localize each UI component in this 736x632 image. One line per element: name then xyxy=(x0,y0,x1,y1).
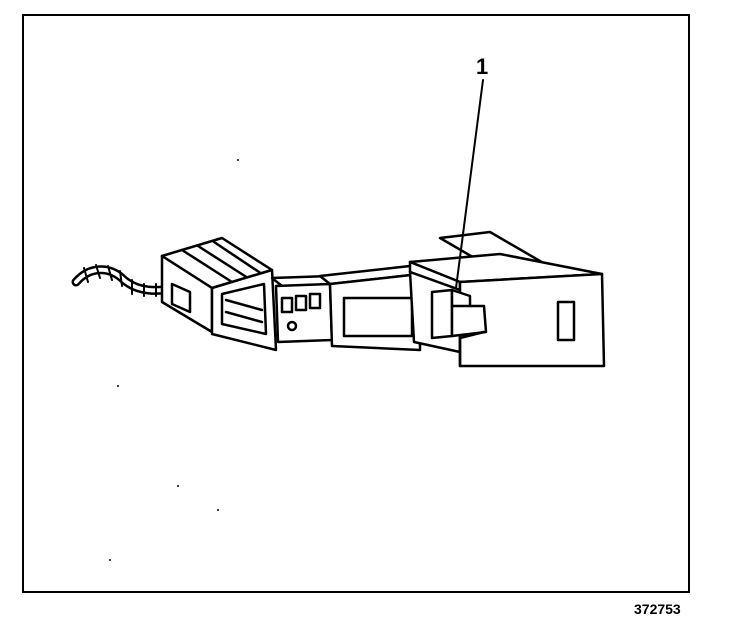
left-connector-housing xyxy=(160,236,278,352)
callout-number: 1 xyxy=(476,54,489,79)
callout-leader-line xyxy=(455,79,484,289)
figure-id: 372753 xyxy=(634,601,681,617)
illustration-frame xyxy=(22,14,690,593)
scan-specks xyxy=(109,159,239,561)
twisted-wire xyxy=(71,264,179,297)
right-connector xyxy=(408,230,606,368)
mating-connector-body xyxy=(318,264,422,352)
terminal-strip xyxy=(270,274,342,344)
